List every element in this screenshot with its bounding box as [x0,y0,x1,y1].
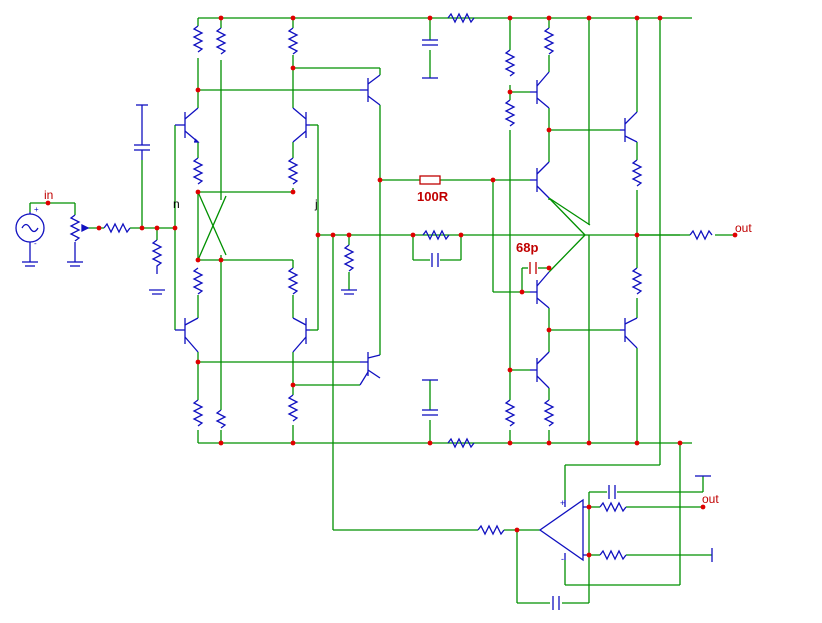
resistor-ltp-top-left-icon [192,25,204,53]
resistor-input-shunt-icon [149,239,165,295]
resistor-ltp-bottom-left2-icon [215,409,227,429]
capacitor-bottom-rail-icon [422,379,438,416]
resistor-bottom-1-icon [504,399,516,427]
resistor-ltp-bottom-left-icon [192,399,204,427]
label-node-j: j [314,197,318,211]
transistor-output-top-icon [620,111,638,143]
label-node-n: n [173,197,180,211]
resistor-fb-shunt-icon [341,244,357,295]
transistor-ccs-2-icon [530,351,550,389]
capacitor-feedback-icon [431,253,439,267]
transistor-q4-icon [292,317,310,353]
resistor-emitter-2-icon [287,157,299,185]
label-68p: 68p [516,240,538,255]
resistor-feedback-icon [422,229,450,241]
resistor-top-rail-icon [447,12,475,24]
wires [29,17,735,604]
resistor-input-icon [103,222,131,234]
capacitor-servo-top-icon [608,485,616,499]
resistor-servo-fb-bottom-icon [599,549,627,561]
opamp-servo-icon [538,498,589,562]
source-plus-label: + [34,205,39,214]
resistor-ccs-top-icon [543,27,555,55]
resistor-ltp-top-right-icon [287,27,299,55]
label-out-main: out [735,221,752,235]
source-minus-label: - [34,239,37,248]
resistor-output-icon [689,229,713,241]
resistor-100r-icon [419,175,441,185]
resistor-servo-in-icon [477,524,505,536]
transistor-q2-icon [292,107,310,143]
signal-source-icon [15,212,45,267]
resistor-emitter-1-icon [192,157,204,185]
junction-nodes [45,15,738,558]
opamp-plus-label: + [560,498,565,508]
transistor-driver-bottom-icon [530,271,550,309]
transistor-q3-icon [175,317,199,353]
transistor-driver-top-icon [530,161,550,199]
resistor-bottom-rail-icon [447,437,475,449]
resistor-servo-fb-top-icon [599,501,627,513]
components [15,12,713,610]
resistor-vbe-top-icon [504,49,516,77]
capacitor-input-icon [134,104,150,160]
resistor-emitter-4-icon [287,267,299,295]
transistor-output-bottom-icon [620,317,638,349]
capacitor-top-rail-icon [422,39,438,79]
resistor-ltp-bottom-right-icon [287,394,299,422]
resistor-bottom-2-icon [543,399,555,427]
resistor-emitter-3-icon [192,267,204,295]
label-in: in [44,188,53,202]
capacitor-servo-bottom-icon [552,596,560,610]
transistor-vas-top-icon [360,74,381,106]
resistor-vbe-mid-icon [504,99,516,127]
label-100r: 100R [417,189,449,204]
capacitor-68p-icon [529,262,537,274]
transistor-q1-icon [175,107,200,143]
transistor-vas-bottom-icon [359,352,381,386]
resistor-out-emitter-top-icon [631,159,643,187]
label-out-servo: out [702,492,719,506]
opamp-minus-label: - [561,554,564,564]
resistor-ltp-top-left2-icon [215,27,227,55]
potentiometer-icon [67,214,90,267]
resistor-out-emitter-bottom-icon [631,267,643,295]
transistor-ccs-1-icon [530,71,550,109]
